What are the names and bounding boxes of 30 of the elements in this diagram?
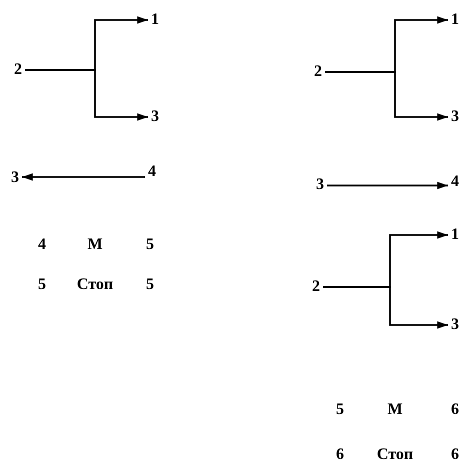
arrow — [323, 286, 448, 329]
arrow — [25, 69, 148, 121]
number-label: 2 — [314, 63, 322, 81]
table-cell-text: М — [387, 401, 403, 419]
arrow — [325, 71, 448, 121]
table-cell-text: М — [87, 236, 103, 254]
table-cell-text: 5 — [336, 401, 344, 419]
number-label: 3 — [451, 316, 459, 334]
table-cell-text: 5 — [146, 236, 154, 254]
table-cell-text: 5 — [38, 276, 46, 294]
table-cell-text: 5 — [146, 276, 154, 294]
number-label: 3 — [451, 108, 459, 126]
table-cell-text: 4 — [38, 236, 46, 254]
arrow — [22, 173, 145, 181]
number-label: 3 — [11, 169, 19, 187]
number-label: 3 — [151, 108, 159, 126]
table-cell-text: Стоп — [76, 276, 114, 294]
number-label: 2 — [14, 61, 22, 79]
number-label: 1 — [451, 11, 459, 29]
arrow — [327, 182, 448, 190]
number-label: 4 — [451, 173, 459, 191]
number-label: 4 — [148, 163, 156, 181]
table-cell-text: 6 — [451, 446, 459, 464]
number-label: 1 — [151, 11, 159, 29]
table-cell-text: 6 — [336, 446, 344, 464]
table-cell-text: 6 — [451, 401, 459, 419]
table-cell-text: Стоп — [376, 446, 414, 464]
number-label: 3 — [316, 176, 324, 194]
number-label: 2 — [312, 278, 320, 296]
number-label: 1 — [451, 226, 459, 244]
